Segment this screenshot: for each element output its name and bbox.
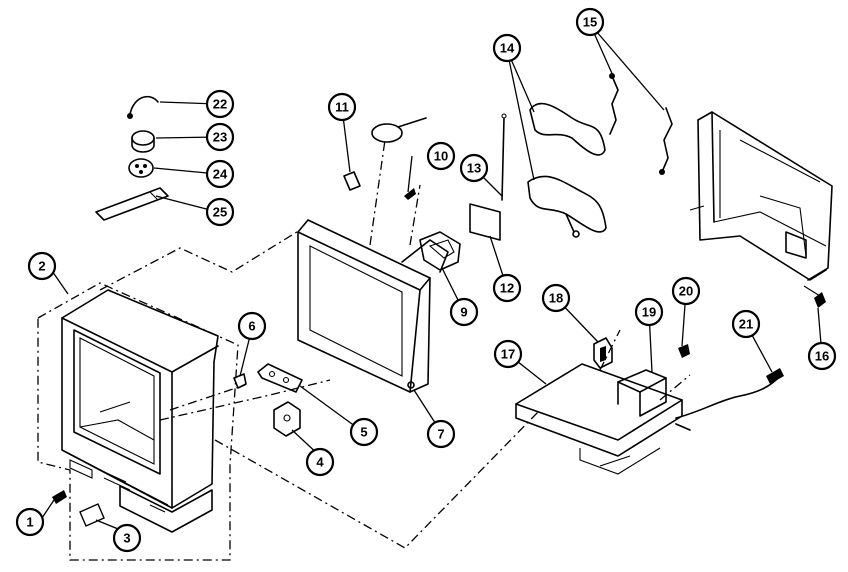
- part-1-button: [52, 490, 67, 504]
- callout-label-3: 3: [123, 531, 130, 546]
- callout-24: 24: [205, 159, 235, 189]
- part-10-screw: [404, 188, 416, 200]
- back-cabinet: [689, 111, 833, 297]
- callout-12: 12: [492, 273, 522, 303]
- callout-15: 15: [575, 7, 605, 37]
- callout-label-24: 24: [213, 167, 228, 182]
- callout-label-12: 12: [500, 281, 514, 296]
- callout-label-23: 23: [213, 130, 227, 145]
- cabinet-front: [37, 282, 239, 561]
- callout-label-9: 9: [460, 305, 467, 320]
- part-15-cable: [609, 73, 673, 175]
- callout-label-16: 16: [815, 349, 829, 364]
- callout-14: 14: [492, 33, 522, 63]
- part-14-degauss-coils: [527, 102, 607, 238]
- callout-label-14: 14: [500, 41, 515, 56]
- callout-label-10: 10: [434, 149, 448, 164]
- callout-label-15: 15: [583, 15, 597, 30]
- callout-5: 5: [349, 417, 379, 447]
- callout-leaders: [41, 23, 823, 534]
- callout-23: 23: [205, 122, 235, 152]
- callout-9: 9: [449, 297, 479, 327]
- part-4-bracket: [273, 401, 301, 437]
- chassis-board: [515, 363, 683, 475]
- callout-19: 19: [634, 297, 664, 327]
- callout-label-6: 6: [248, 319, 255, 334]
- callout-20: 20: [671, 276, 701, 306]
- callout-21: 21: [731, 309, 761, 339]
- part-3-panel: [79, 503, 105, 527]
- part-16-screw: [814, 292, 826, 308]
- picture-tube: [297, 219, 461, 393]
- part-12-label: [469, 203, 501, 241]
- callout-25: 25: [205, 197, 235, 227]
- callout-16: 16: [807, 341, 837, 371]
- callout-label-21: 21: [739, 317, 753, 332]
- callout-label-17: 17: [501, 347, 515, 362]
- assembly-guide-lines: [99, 139, 691, 549]
- callout-22: 22: [205, 89, 235, 119]
- callout-label-13: 13: [467, 161, 481, 176]
- callout-10: 10: [426, 141, 456, 171]
- callout-label-22: 22: [213, 97, 227, 112]
- callout-11: 11: [327, 92, 357, 122]
- callout-label-2: 2: [38, 259, 45, 274]
- callout-2: 2: [27, 251, 57, 281]
- part-22-lead: [127, 95, 159, 119]
- callout-label-11: 11: [335, 100, 349, 115]
- callout-label-25: 25: [213, 205, 227, 220]
- callout-7: 7: [426, 419, 456, 449]
- callout-label-18: 18: [549, 291, 563, 306]
- callout-17: 17: [493, 339, 523, 369]
- part-23-knob: [131, 130, 155, 153]
- part-24-connector: [128, 158, 154, 178]
- part-18-component: [593, 337, 613, 369]
- callout-label-19: 19: [642, 305, 656, 320]
- callout-label-5: 5: [360, 425, 367, 440]
- callout-label-7: 7: [437, 427, 444, 442]
- callout-18: 18: [541, 283, 571, 313]
- part-13-lead: [501, 113, 507, 201]
- part-11-clip: [343, 171, 361, 191]
- callout-6: 6: [237, 311, 267, 341]
- callout-label-1: 1: [26, 515, 33, 530]
- part-20-fuse: [678, 344, 690, 358]
- callout-label-20: 20: [679, 284, 693, 299]
- part-21-power-cord: [675, 368, 784, 431]
- part-5-terminal-board: [257, 363, 303, 393]
- callout-label-4: 4: [316, 455, 324, 470]
- anode-cap: [371, 117, 427, 143]
- callout-13: 13: [459, 153, 489, 183]
- callout-1: 1: [15, 507, 45, 537]
- callout-4: 4: [305, 447, 335, 477]
- callout-3: 3: [112, 523, 142, 553]
- part-25-strip: [95, 187, 169, 221]
